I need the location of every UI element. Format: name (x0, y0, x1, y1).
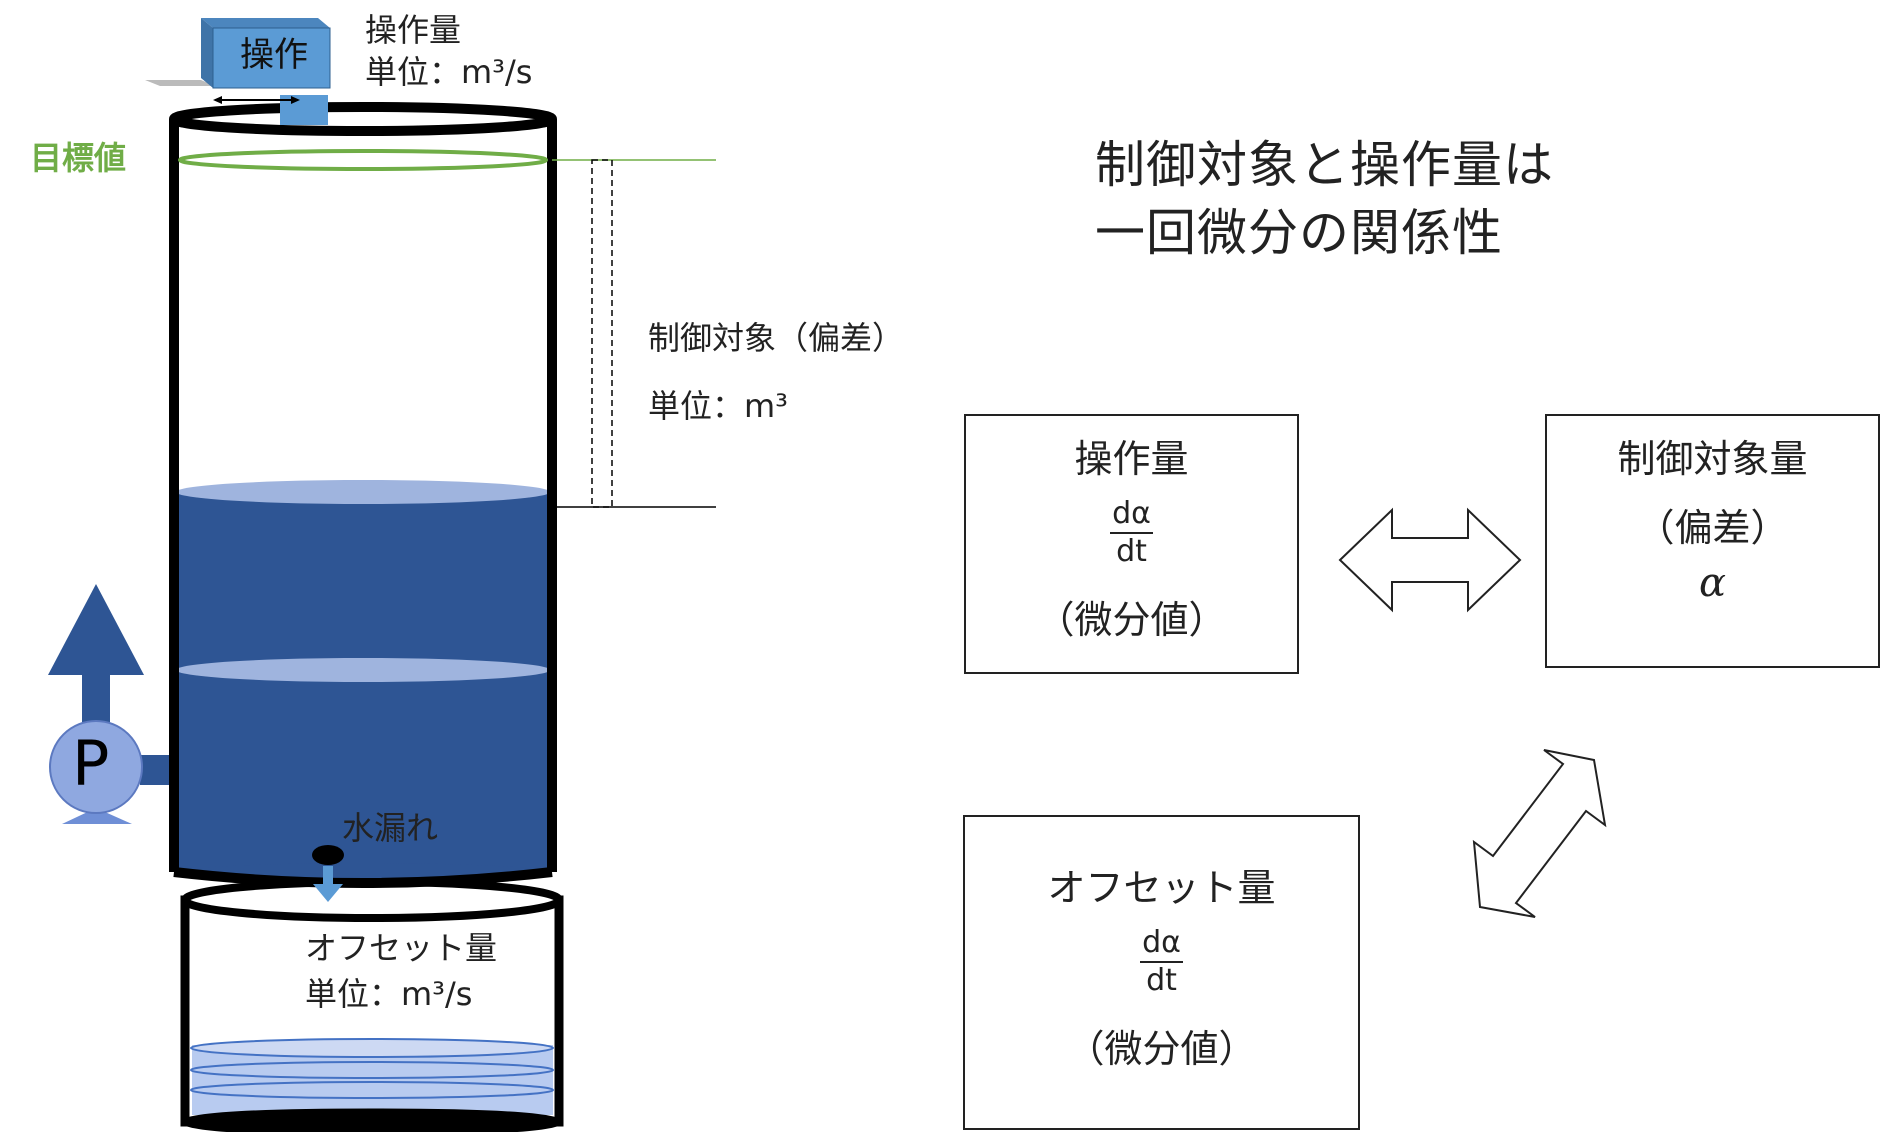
deviation-bracket (591, 159, 613, 508)
main-tank (169, 102, 557, 888)
offset-amount-box: オフセット量 dα dt （微分値） (963, 815, 1360, 1130)
offset-derivative: dα dt (1140, 928, 1183, 996)
manipulated-amount-label: 操作量 (365, 11, 462, 49)
controlled-box-title: 制御対象量 (1617, 437, 1808, 481)
target-level-ring (178, 149, 548, 171)
controlled-object-unit: 単位：m³ (648, 387, 789, 425)
offset-amount-unit: 単位：m³/s (305, 975, 473, 1013)
leak-label: 水漏れ (342, 809, 439, 847)
leak-arrow-icon (313, 866, 343, 902)
offset-derivative-num: dα (1140, 928, 1183, 963)
controlled-box-sub: （偏差） (1636, 506, 1789, 550)
manipulated-derivative-num: dα (1110, 499, 1153, 534)
manipulated-derivative: dα dt (1110, 499, 1153, 567)
manipulated-box-note: （微分値） (1036, 598, 1227, 642)
manipulated-derivative-den: dt (1116, 534, 1147, 569)
controlled-object-label: 制御対象（偏差） (648, 319, 905, 357)
actuator-icon (145, 18, 331, 125)
actuator-label: 操作 (240, 35, 308, 75)
offset-amount-label: オフセット量 (305, 929, 498, 967)
double-arrow-diagonal-icon (1472, 749, 1607, 918)
controlled-box-symbol: α (1698, 560, 1726, 606)
heading-line-1: 制御対象と操作量は (1095, 136, 1554, 194)
water-layer (176, 658, 550, 682)
manipulated-amount-box: 操作量 dα dt （微分値） (964, 414, 1299, 674)
manipulated-box-title: 操作量 (1074, 437, 1189, 481)
pump-label: P (72, 727, 110, 800)
offset-box-title: オフセット量 (1047, 866, 1276, 910)
manipulated-amount-unit: 単位：m³/s (365, 53, 533, 91)
offset-basin (180, 878, 564, 1132)
water-surface (176, 480, 550, 504)
pump-icon (49, 720, 143, 824)
heading-line-2: 一回微分の関係性 (1095, 204, 1503, 262)
double-arrow-horizontal-icon (1338, 507, 1522, 613)
leak-hole-icon (312, 845, 344, 865)
offset-box-note: （微分値） (1066, 1027, 1257, 1071)
offset-derivative-den: dt (1146, 963, 1177, 998)
controlled-object-box: 制御対象量 （偏差） α (1545, 414, 1880, 668)
target-value-label: 目標値 (30, 139, 127, 177)
